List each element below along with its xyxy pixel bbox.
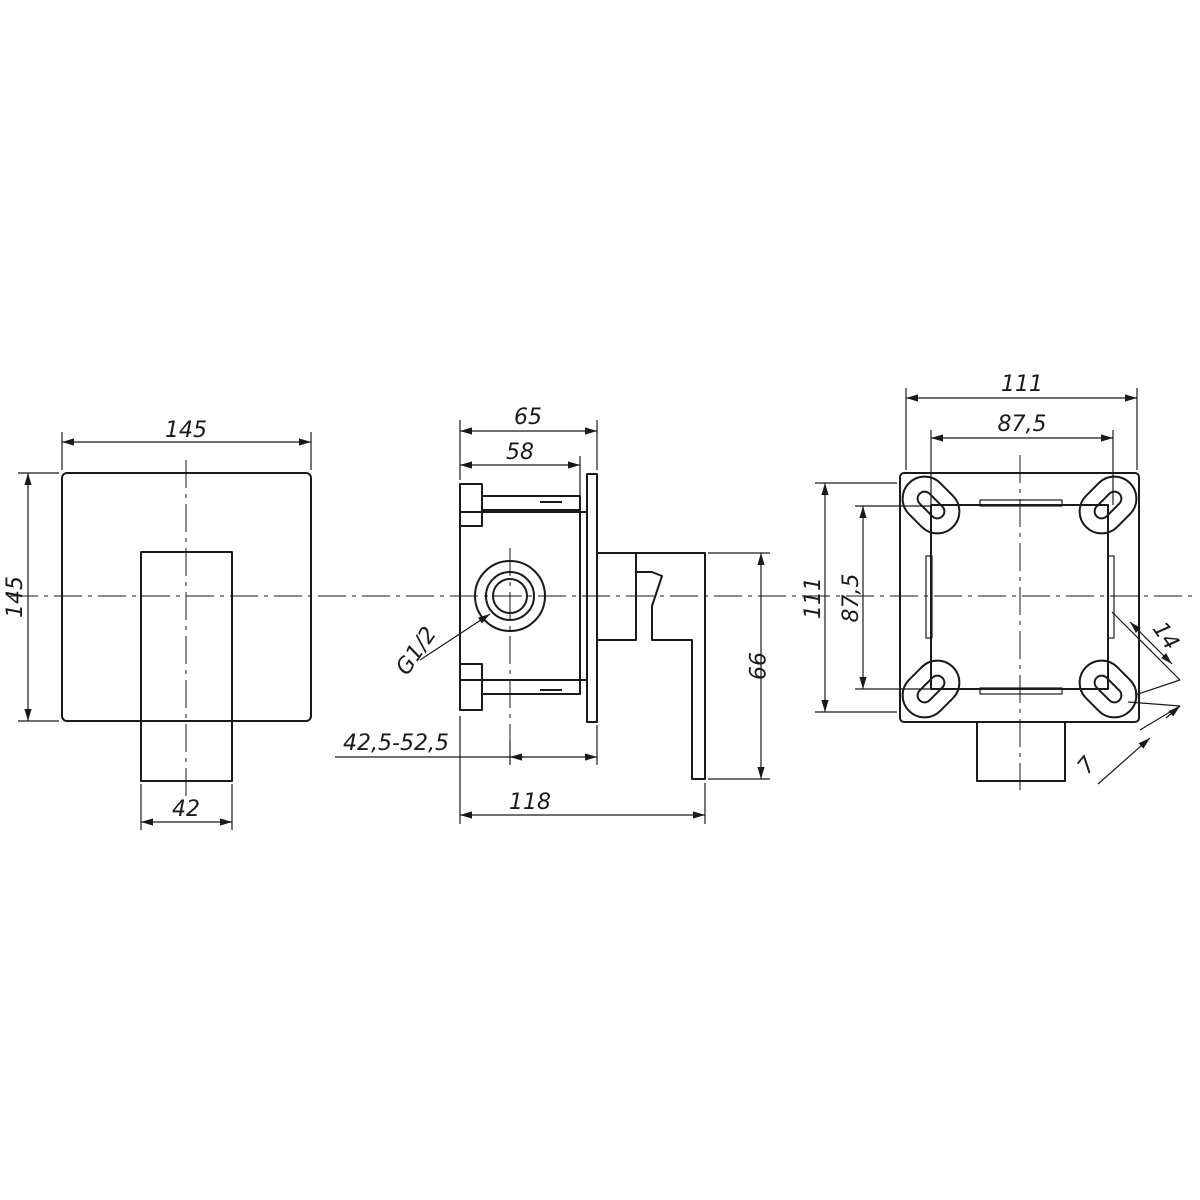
cartridge-stem bbox=[597, 552, 637, 641]
front-view: 145 145 42 bbox=[3, 418, 312, 830]
box-outer-width-dim: 111 bbox=[1001, 372, 1043, 397]
box-view: 111 87,5 111 87,5 14 7 bbox=[801, 372, 1184, 790]
adjust-range-dim: 42,5-52,5 bbox=[343, 731, 449, 756]
corner-ear-top-right bbox=[1078, 475, 1138, 535]
box-outer-height-dim: 111 bbox=[801, 577, 826, 619]
overall-length-dim: 118 bbox=[509, 790, 551, 815]
thread-label: G1/2 bbox=[391, 623, 442, 680]
upper-mount-bracket bbox=[459, 483, 483, 527]
box-hole-spacing-v-dim: 87,5 bbox=[839, 574, 864, 623]
depth-box-dim: 58 bbox=[506, 440, 534, 465]
slot-width-dim-line bbox=[1097, 737, 1151, 785]
lower-mount-rod bbox=[481, 679, 581, 695]
side-view: 65 58 G1/2 42,5-52,5 118 99 bbox=[335, 405, 770, 824]
corner-ear-bottom-left bbox=[901, 659, 961, 719]
side-height-dim: 99 bbox=[743, 652, 768, 680]
bottom-outlet bbox=[976, 721, 1066, 782]
lower-mount-bracket bbox=[459, 663, 483, 711]
front-width-dim: 145 bbox=[165, 418, 207, 443]
handle-side-profile bbox=[636, 552, 706, 780]
corner-ear-bottom-right bbox=[1078, 659, 1138, 719]
box-hole-spacing-h-dim: 87,5 bbox=[998, 412, 1047, 437]
thread-leader-line bbox=[419, 613, 491, 661]
slot-length-dim: 14 bbox=[1147, 618, 1184, 655]
front-height-dim: 145 bbox=[3, 576, 28, 618]
wall-flange bbox=[586, 473, 598, 723]
upper-mount-rod bbox=[481, 495, 581, 511]
slot-length-dim-line bbox=[1129, 621, 1173, 665]
depth-total-dim: 65 bbox=[514, 405, 542, 430]
slot-width-dim: 7 bbox=[1073, 752, 1101, 779]
handle-width-dim: 42 bbox=[172, 797, 200, 822]
